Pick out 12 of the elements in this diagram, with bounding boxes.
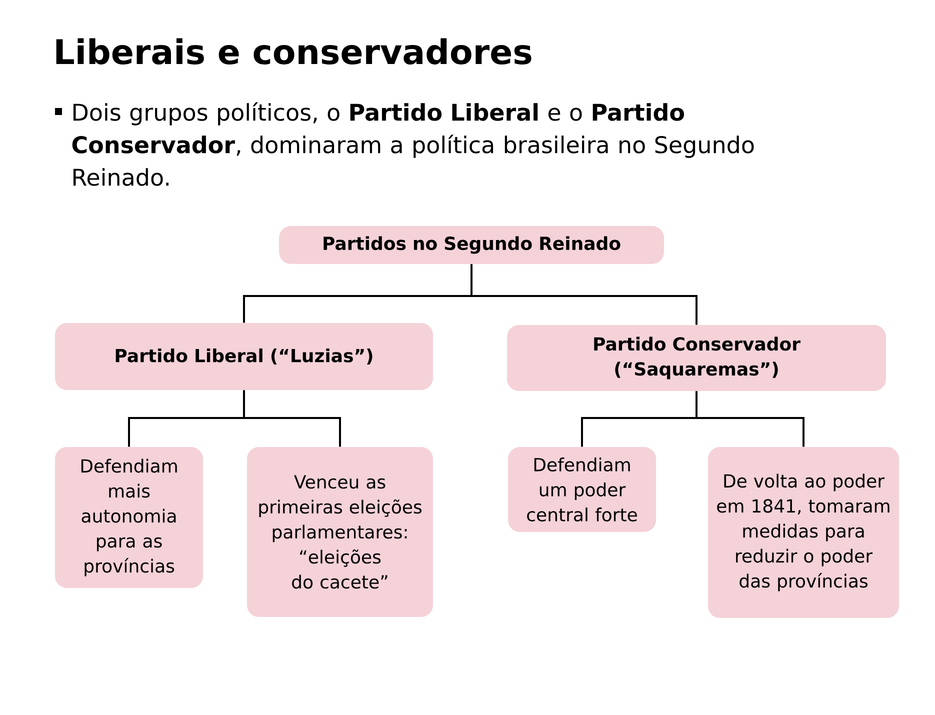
slide-title: Liberais e conservadores: [56, 38, 532, 65]
connector-line: [696, 391, 804, 447]
heading-box: Partido Liberal (“Luzias”): [55, 323, 433, 390]
connector-line: [470, 264, 698, 325]
connector-line: [243, 390, 341, 447]
info-box: De volta ao poder em 1841, tomaram medidas para reduzir o poder das províncias: [708, 447, 899, 618]
heading-box: Partido Conservador (“Saquaremas”): [507, 325, 886, 391]
info-box: Defendiam mais autonomia para as províncias: [55, 447, 203, 588]
info-box: Defendiam um poder central forte: [508, 447, 656, 532]
info-box: Venceu as primeiras eleições parlamentares: “eleições do cacete”: [247, 447, 433, 617]
heading-box: Partidos no Segundo Reinado: [279, 226, 664, 264]
bullet-text: Dois grupos políticos, o Partido Liberal e o Partido Conservador, dominaram a política brasileira no Segundo Reinado.: [72, 102, 754, 186]
